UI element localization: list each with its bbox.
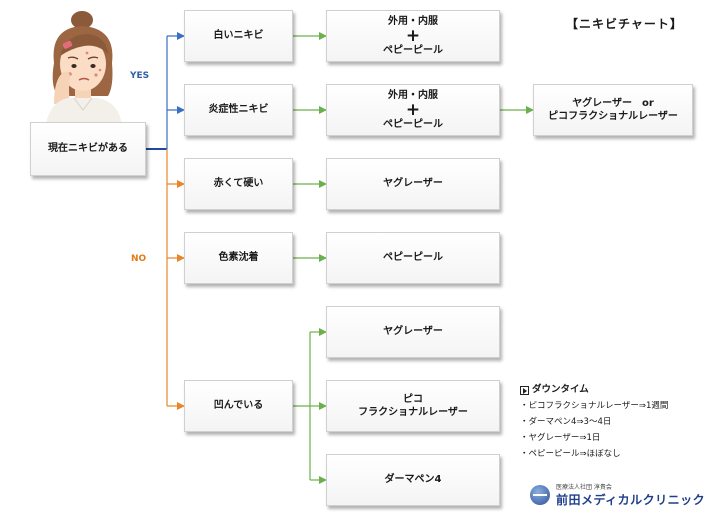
treatment-line: ヤグレーザー or xyxy=(572,97,654,109)
downtime-item: ・ペピーピール⇒ほぼなし xyxy=(520,449,621,459)
plus-sign: + xyxy=(405,100,421,120)
clinic-logo: 医療法人社団 淳貴会 前田メディカルクリニック xyxy=(530,482,705,508)
clinic-name: 前田メディカルクリニック xyxy=(556,493,706,507)
condition-label: 白いニキビ xyxy=(213,30,264,42)
treatment-line: ヤグレーザー xyxy=(383,326,443,338)
condition-pigmentation: 色素沈着 xyxy=(184,232,293,284)
clinic-subtitle: 医療法人社団 淳貴会 xyxy=(556,484,612,491)
treatment-inflamed-acne: 外用・内服 + ペピーピール xyxy=(326,84,500,136)
condition-inflamed-acne: 炎症性ニキビ xyxy=(184,84,293,136)
condition-red-hard: 赤くて硬い xyxy=(184,158,293,210)
start-node-label: 現在ニキビがある xyxy=(48,143,128,155)
treatment-scars-yag: ヤグレーザー xyxy=(326,306,500,358)
downtime-item: ・ヤグレーザー⇒1日 xyxy=(520,433,601,443)
treatment-white-acne: 外用・内服 + ペピーピール xyxy=(326,10,500,62)
play-icon xyxy=(520,385,529,395)
treatment-inflamed-next: ヤグレーザー or ピコフラクショナルレーザー xyxy=(533,84,693,136)
no-label: NO xyxy=(131,254,147,264)
treatment-line: ペピーピール xyxy=(383,45,443,56)
clinic-text: 医療法人社団 淳貴会 前田メディカルクリニック xyxy=(556,482,705,508)
plus-sign: + xyxy=(405,26,421,46)
condition-depressed-scars: 凹んでいる xyxy=(184,380,293,432)
treatment-pigmentation: ペピーピール xyxy=(326,232,500,284)
condition-label: 炎症性ニキビ xyxy=(208,104,269,116)
treatment-line: ダーマペン4 xyxy=(384,474,442,486)
downtime-heading: ダウンタイム xyxy=(532,384,589,395)
condition-label: 赤くて硬い xyxy=(213,178,264,190)
condition-white-acne: 白いニキビ xyxy=(184,10,293,62)
clinic-emblem-icon xyxy=(530,485,550,505)
treatment-line: ヤグレーザー xyxy=(383,178,443,190)
woman-with-acne-illustration xyxy=(46,11,122,124)
yes-label: YES xyxy=(130,71,150,81)
downtime-item: ・ダーマペン4⇒3〜4日 xyxy=(520,417,612,427)
start-node: 現在ニキビがある xyxy=(30,122,146,176)
treatment-scars-dermapen: ダーマペン4 xyxy=(326,454,500,506)
treatment-line: ピコ xyxy=(403,393,423,405)
treatment-line: ペピーピール xyxy=(383,119,443,130)
downtime-legend: ダウンタイム ・ピコフラクショナルレーザー⇒1週間 ・ダーマペン4⇒3〜4日 ・… xyxy=(520,382,668,462)
page-title: 【ニキビチャート】 xyxy=(566,17,683,31)
treatment-line: ペピーピール xyxy=(383,252,443,264)
downtime-heading-row: ダウンタイム xyxy=(520,382,668,398)
condition-label: 色素沈着 xyxy=(218,252,259,264)
treatment-line: 外用・内服 xyxy=(388,89,438,101)
treatment-red-hard: ヤグレーザー xyxy=(326,158,500,210)
treatment-scars-pico: ピコ フラクショナルレーザー xyxy=(326,380,500,432)
treatment-line: フラクショナルレーザー xyxy=(358,407,468,418)
downtime-item: ・ピコフラクショナルレーザー⇒1週間 xyxy=(520,401,669,411)
treatment-line: 外用・内服 xyxy=(388,15,438,27)
condition-label: 凹んでいる xyxy=(213,400,264,412)
treatment-line: ピコフラクショナルレーザー xyxy=(548,111,678,122)
